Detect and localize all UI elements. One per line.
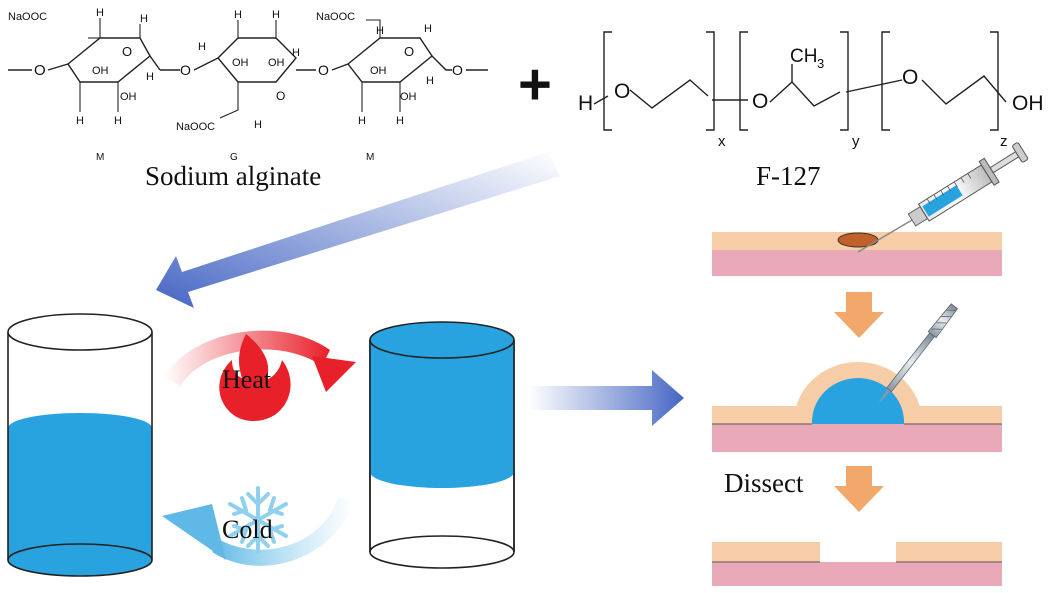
unit-label-m: M xyxy=(366,152,374,163)
ch3-subscript: 3 xyxy=(817,56,824,71)
hydroxyl-oh: OH xyxy=(268,57,285,69)
hydroxyl-oh: OH xyxy=(120,91,137,103)
atom-o: O xyxy=(318,62,329,78)
atom-h: H xyxy=(272,9,280,21)
atom-h: H xyxy=(358,115,366,127)
skin-dissected xyxy=(712,542,1002,586)
atom-o: O xyxy=(452,62,463,78)
naooc-group: NaOOC xyxy=(8,11,47,23)
flame-icon xyxy=(219,334,291,422)
atom-h: H xyxy=(376,25,384,37)
atom-h: H xyxy=(76,115,84,127)
f127-o: O xyxy=(614,80,630,103)
syringe-icon xyxy=(857,142,1029,253)
atom-h: H xyxy=(234,9,242,21)
cylinder-liquid xyxy=(7,313,153,577)
skin-gel-blister xyxy=(712,362,1002,452)
subscript-z: z xyxy=(1000,133,1008,150)
ring-oxygen: O xyxy=(122,44,132,59)
heat-arrow xyxy=(164,330,356,392)
atom-h: H xyxy=(114,115,122,127)
f127-structure: H O x O CH 3 y O z OH F-127 xyxy=(578,31,1044,191)
snowflake-icon xyxy=(228,486,288,554)
atom-h: H xyxy=(96,7,104,19)
skin-injection xyxy=(712,232,1002,276)
dissect-label: Dissect xyxy=(724,468,804,498)
atom-h: H xyxy=(254,119,262,131)
atom-h: H xyxy=(146,71,154,83)
hydroxyl-oh: OH xyxy=(92,65,109,77)
hydroxyl-oh: OH xyxy=(400,91,417,103)
alginate-name: Sodium alginate xyxy=(145,161,321,191)
f127-h: H xyxy=(578,92,593,115)
subscript-y: y xyxy=(852,133,860,150)
needle-icon xyxy=(878,303,959,404)
f127-name: F-127 xyxy=(756,161,821,191)
atom-h: H xyxy=(140,13,148,25)
injection-arrow xyxy=(528,370,684,426)
unit-label-g: G xyxy=(230,152,238,163)
alginate-ring-m1: O NaOOC H H OH OH H H H M xyxy=(8,7,161,163)
mixing-arrow xyxy=(156,152,560,308)
ring-oxygen: O xyxy=(404,44,414,59)
heat-label: Heat xyxy=(222,365,272,394)
atom-h: H xyxy=(396,115,404,127)
step-arrow-down xyxy=(834,292,884,338)
step-arrow-down xyxy=(834,466,884,512)
naooc-group: NaOOC xyxy=(316,11,355,23)
f127-o: O xyxy=(902,66,918,89)
atom-h: H xyxy=(292,47,300,59)
hydroxyl-oh: OH xyxy=(370,65,387,77)
atom-o: O xyxy=(34,62,46,79)
cylinder-gel xyxy=(369,321,515,569)
unit-label-m: M xyxy=(96,152,104,163)
alginate-structure: O O NaOOC H H OH OH H H H M O xyxy=(8,7,488,191)
subscript-x: x xyxy=(718,133,726,150)
hydroxyl-oh: OH xyxy=(232,57,249,69)
cold-arrow xyxy=(162,498,354,566)
cold-label: Cold xyxy=(222,515,273,544)
naooc-group: NaOOC xyxy=(176,121,215,133)
ch3-group: CH xyxy=(790,46,817,67)
f127-oh: OH xyxy=(1012,92,1044,115)
atom-h: H xyxy=(424,23,432,35)
atom-h: H xyxy=(426,75,434,87)
atom-o: O xyxy=(180,62,191,78)
f127-o: O xyxy=(752,90,768,113)
alginate-ring-m2: NaOOC H O OH OH H H H H O M xyxy=(316,11,488,163)
atom-h: H xyxy=(198,41,206,53)
alginate-ring-g: H H OH OH NaOOC H O H H G xyxy=(176,9,300,163)
ring-oxygen: O xyxy=(276,89,285,103)
plus-sign: + xyxy=(518,52,552,117)
